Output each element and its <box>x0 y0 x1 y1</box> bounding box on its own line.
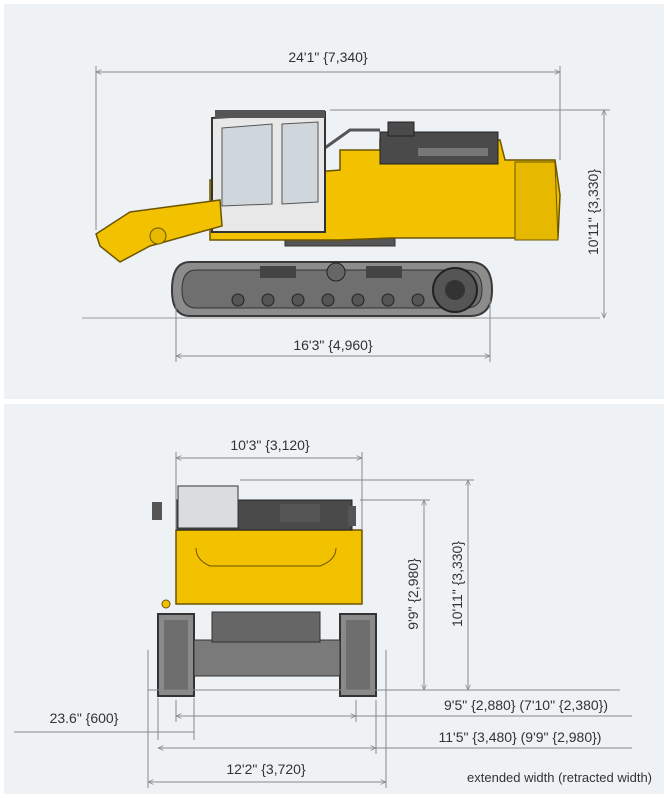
side-excavator-illustration <box>82 110 600 319</box>
front-body <box>175 529 363 605</box>
side-dimensions <box>96 66 610 362</box>
cab-height-label: 9'9" {2,980} <box>405 558 421 630</box>
shoe-width-label: 23.6" {600} <box>50 710 119 726</box>
front-dimensions <box>14 452 632 788</box>
track-gauge-label: 9'5" {2,880} (7'10" {2,380}) <box>444 697 608 713</box>
side-height-label: 10'11" {3,330} <box>585 169 601 255</box>
undercarriage-width-label: 11'5" {3,480} (9'9" {2,980}) <box>439 729 602 745</box>
width-note: extended width (retracted width) <box>467 770 652 785</box>
overall-width-label: 12'2" {3,720} <box>226 761 306 777</box>
front-excavator-illustration <box>152 485 377 697</box>
upper-width-label: 10'3" {3,120} <box>230 437 310 453</box>
track-length-label: 16'3" {4,960} <box>293 337 373 353</box>
overall-length-label: 24'1" {7,340} <box>288 49 368 65</box>
front-height-label: 10'11" {3,330} <box>449 541 465 627</box>
